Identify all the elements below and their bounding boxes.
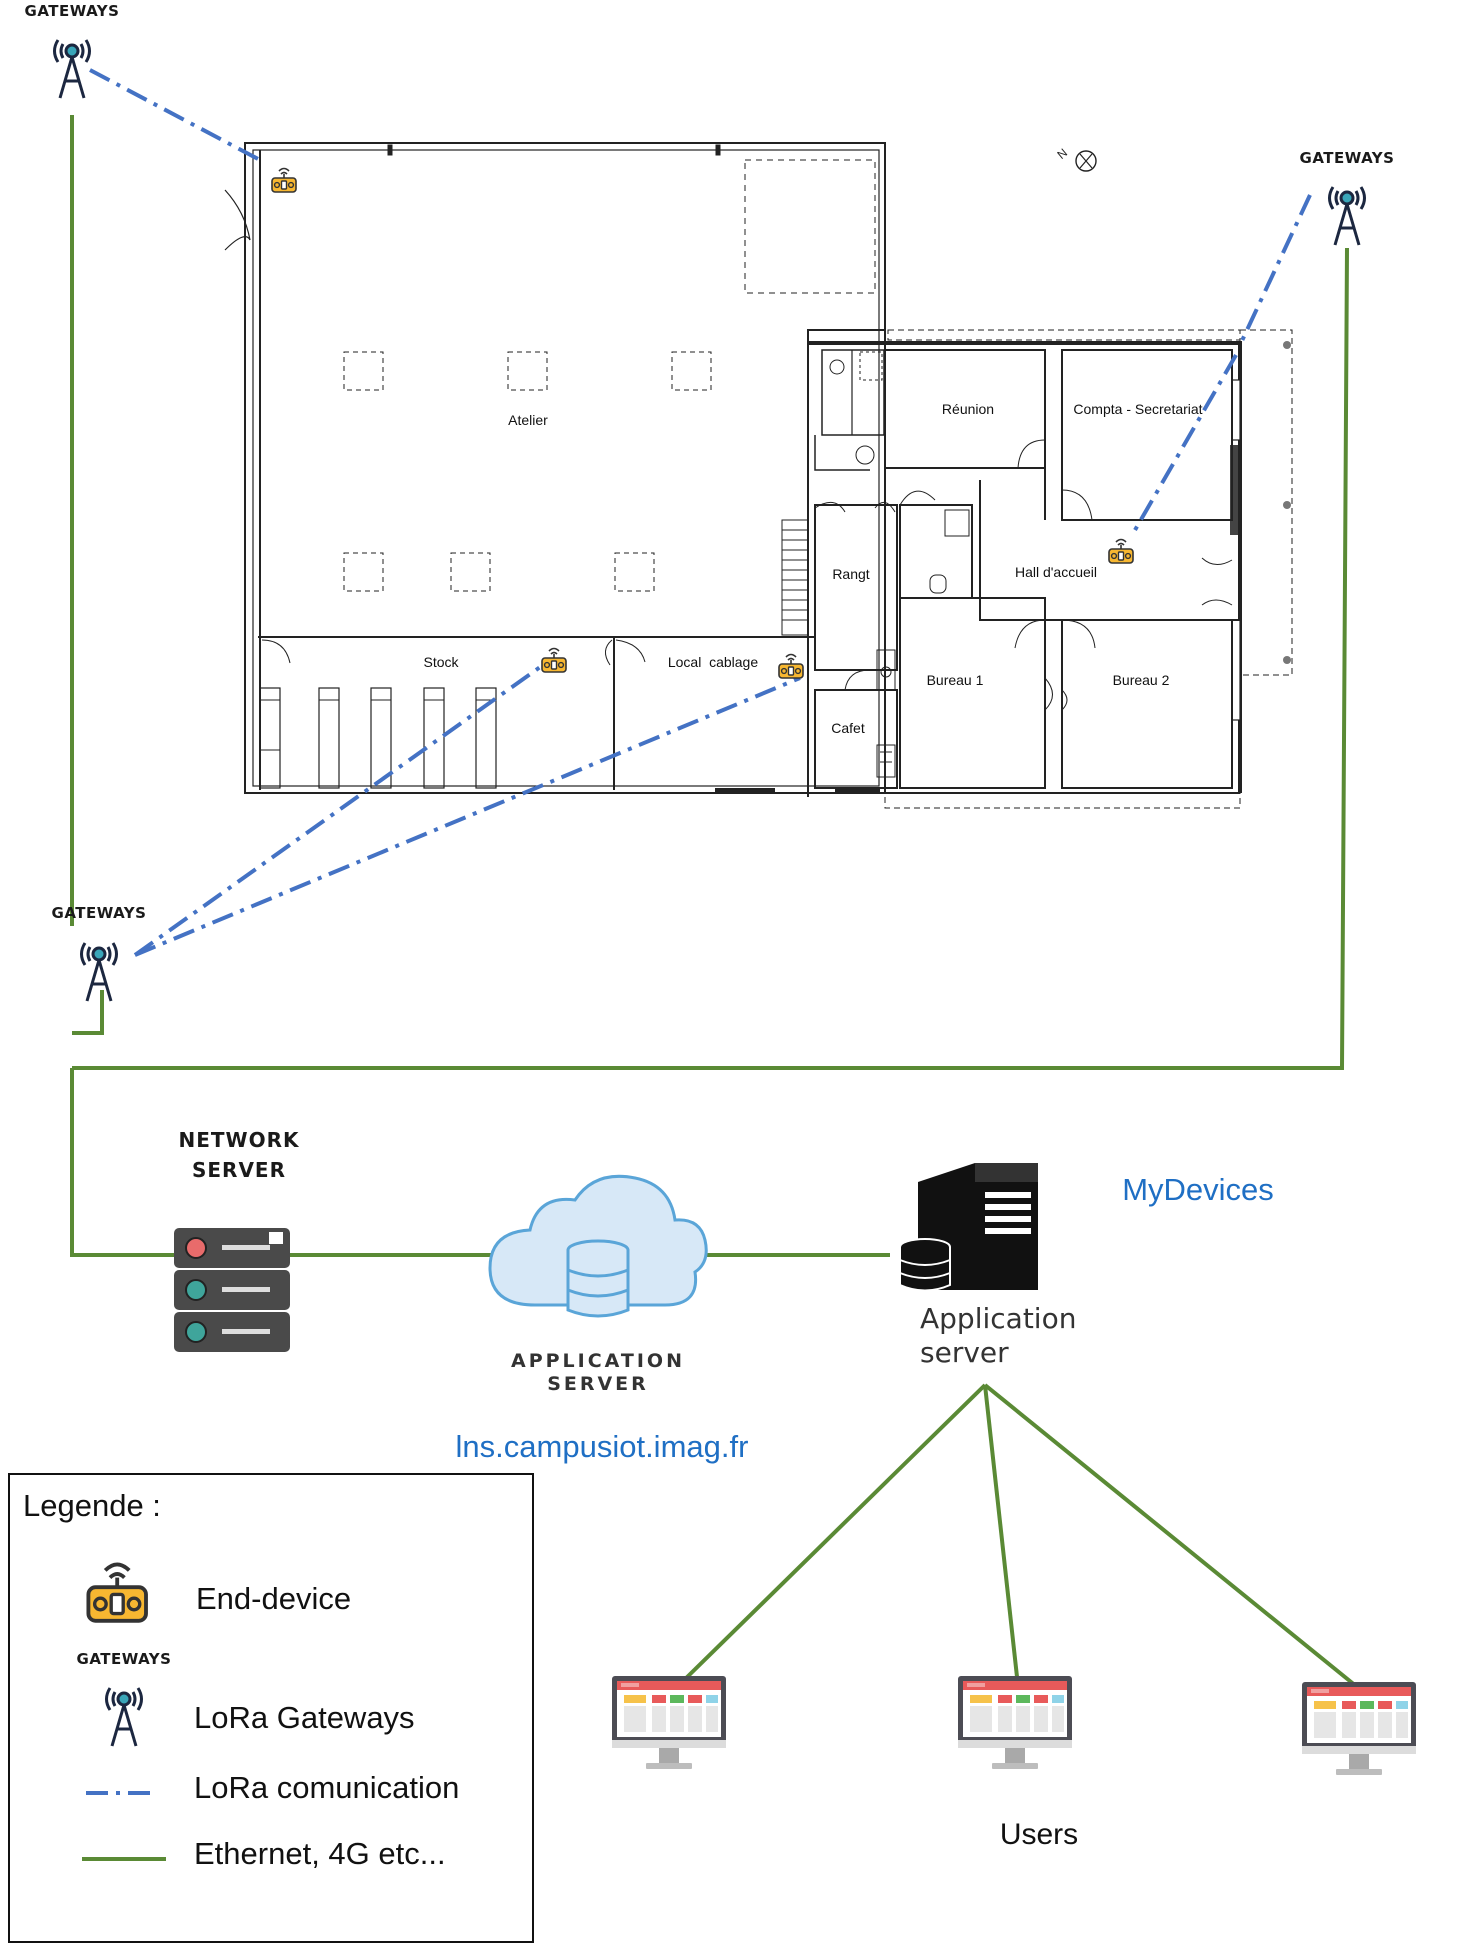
gateway-top-left: GATEWAYS	[25, 2, 120, 100]
cloud-database-icon	[488, 1174, 708, 1318]
room-bureau1: Bureau 1	[927, 672, 984, 688]
network-server-caption-2: SERVER	[192, 1158, 286, 1182]
server-rack-icon	[174, 1228, 290, 1352]
room-atelier: Atelier	[508, 412, 548, 428]
legend: Legende : End-device GATEWAYS LoRa Gatew…	[8, 1473, 534, 1943]
floor-plan: N	[224, 142, 1293, 809]
end-devices	[271, 167, 1134, 679]
mydevices-caption-1: Application	[920, 1302, 1076, 1335]
antenna-tower-icon	[1328, 185, 1366, 247]
lns-url: lns.campusiot.imag.fr	[456, 1429, 749, 1464]
legend-ethernet-label: Ethernet, 4G etc...	[194, 1836, 446, 1871]
room-compta: Compta - Secretariat	[1073, 401, 1202, 417]
mydevices-caption-2: server	[920, 1336, 1009, 1369]
legend-title: Legende :	[23, 1488, 161, 1523]
legend-end-device: End-device	[86, 1562, 351, 1623]
monitor-icon	[958, 1676, 1072, 1769]
gateway-caption: GATEWAYS	[1300, 149, 1395, 167]
room-rangt: Rangt	[832, 566, 869, 582]
users: Users	[612, 1676, 1416, 1851]
legend-lora: LoRa comunication	[86, 1770, 459, 1805]
network-server-caption-1: NETWORK	[178, 1128, 300, 1152]
legend-lora-label: LoRa comunication	[194, 1770, 459, 1805]
room-cafet: Cafet	[831, 720, 865, 736]
ethernet-links	[70, 115, 1358, 1688]
end-device-icon	[1108, 538, 1134, 564]
lora-links	[89, 68, 1312, 957]
mydevices-label: MyDevices	[1122, 1172, 1274, 1207]
antenna-tower-icon	[53, 38, 91, 100]
legend-ethernet: Ethernet, 4G etc...	[82, 1836, 446, 1871]
network-server: NETWORK SERVER	[174, 1128, 300, 1352]
room-reunion: Réunion	[942, 401, 994, 417]
application-server-caption-2: SERVER	[547, 1373, 649, 1395]
legend-gateways-label: LoRa Gateways	[194, 1700, 415, 1735]
gateway-top-right: GATEWAYS	[1300, 149, 1395, 247]
legend-gateway-caption: GATEWAYS	[77, 1650, 172, 1668]
room-labels: Atelier Stock Local cablage Rangt Cafet …	[423, 401, 1202, 736]
gateway-caption: GATEWAYS	[25, 2, 120, 20]
room-stock: Stock	[423, 654, 459, 670]
end-device-icon	[271, 167, 297, 193]
end-device-icon	[541, 647, 567, 673]
monitor-icon	[1302, 1682, 1416, 1775]
application-server-caption-1: APPLICATION	[511, 1350, 685, 1372]
antenna-tower-icon	[80, 941, 118, 1003]
legend-end-device-label: End-device	[196, 1581, 351, 1616]
tower-server-icon	[899, 1163, 1038, 1292]
legend-gateways: GATEWAYS LoRa Gateways	[77, 1650, 415, 1748]
room-hall: Hall d'accueil	[1015, 564, 1097, 580]
gateway-bottom-left: GATEWAYS	[52, 904, 147, 1003]
end-device-icon	[778, 653, 804, 679]
room-bureau2: Bureau 2	[1113, 672, 1170, 688]
monitor-icon	[612, 1676, 726, 1769]
application-server-cloud: APPLICATION SERVER lns.campusiot.imag.fr	[456, 1174, 749, 1464]
mydevices-server: Application server MyDevices	[899, 1163, 1274, 1369]
users-label: Users	[1000, 1818, 1078, 1851]
room-local-cablage: Local cablage	[668, 654, 759, 670]
gateway-caption: GATEWAYS	[52, 904, 147, 922]
svg-text:N: N	[1054, 146, 1070, 162]
